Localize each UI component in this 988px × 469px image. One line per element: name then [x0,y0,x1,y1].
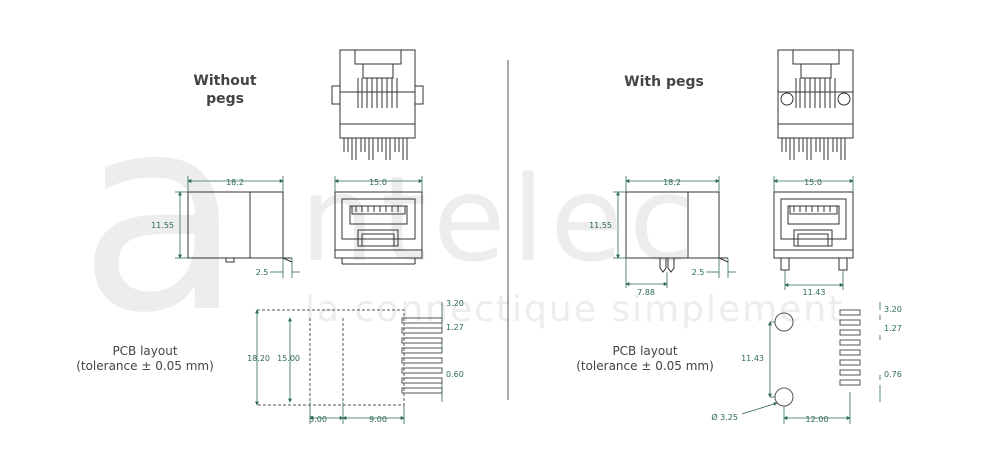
right-front-width-label: 15.0 [804,178,822,187]
left-side-height-label: 11.55 [151,221,174,230]
left-side-width-label: 18.2 [226,178,244,187]
right-pcb-layout [774,309,861,407]
left-pcb-pad-width-label: 0.60 [446,370,464,379]
left-pcb-left-offset-label: 3.00 [309,415,327,424]
right-pcb-hole-diameter-label: Ø 3.25 [711,412,738,422]
left-side-view [187,191,293,263]
right-peg-spacing-label: 11.43 [803,288,826,297]
watermark-letter: a [78,57,244,372]
right-pcb-pitch-label: 1.27 [884,324,902,333]
left-pcb-caption: PCB layout (tolerance ± 0.05 mm) [60,344,230,374]
left-pcb-layout [257,309,443,406]
left-pcb-pitch-label: 1.27 [446,323,464,332]
left-title-line2: pegs [206,91,244,107]
left-front-width-label: 15.0 [369,178,387,187]
right-title: With pegs [624,74,704,90]
right-pcb-caption-line2: (tolerance ± 0.05 mm) [576,359,714,373]
left-pcb-caption-line1: PCB layout [112,344,178,358]
left-side-dims [175,176,300,278]
right-side-offset-label: 2.5 [692,268,705,277]
right-pcb-pad-width-label: 0.76 [884,370,902,379]
right-side-view [625,191,729,273]
left-front-view [334,191,423,265]
right-pcb-hole-offset-label: 12.00 [806,415,829,424]
left-pcb-right-offset-label: 9.00 [369,415,387,424]
left-side-offset-label: 2.5 [256,268,269,277]
right-front-view [773,191,854,271]
left-pcb-pitch-top-label: 3.20 [446,299,464,308]
left-top-view [331,49,424,160]
right-side-width-label: 18.2 [663,178,681,187]
right-peg-offset-label: 7.88 [637,288,655,297]
right-side-height-label: 11.55 [589,221,612,230]
left-title: Without pegs [180,72,270,108]
right-pcb-pitch-top-label: 3.20 [884,305,902,314]
right-top-view [777,49,854,160]
right-pcb-dims [741,302,881,424]
right-side-dims [613,176,736,288]
right-front-dims [773,176,854,290]
left-pcb-dims [255,302,443,424]
left-pcb-total-label: 18.20 [247,354,270,363]
right-pcb-caption-line1: PCB layout [612,344,678,358]
left-title-line1: Without [193,73,257,89]
left-pcb-caption-line2: (tolerance ± 0.05 mm) [76,359,214,373]
left-front-dims [334,176,423,192]
left-pcb-inner-label: 15.00 [277,354,300,363]
right-pcb-caption: PCB layout (tolerance ± 0.05 mm) [560,344,730,374]
right-pcb-hole-spacing-label: 11.43 [741,354,764,363]
